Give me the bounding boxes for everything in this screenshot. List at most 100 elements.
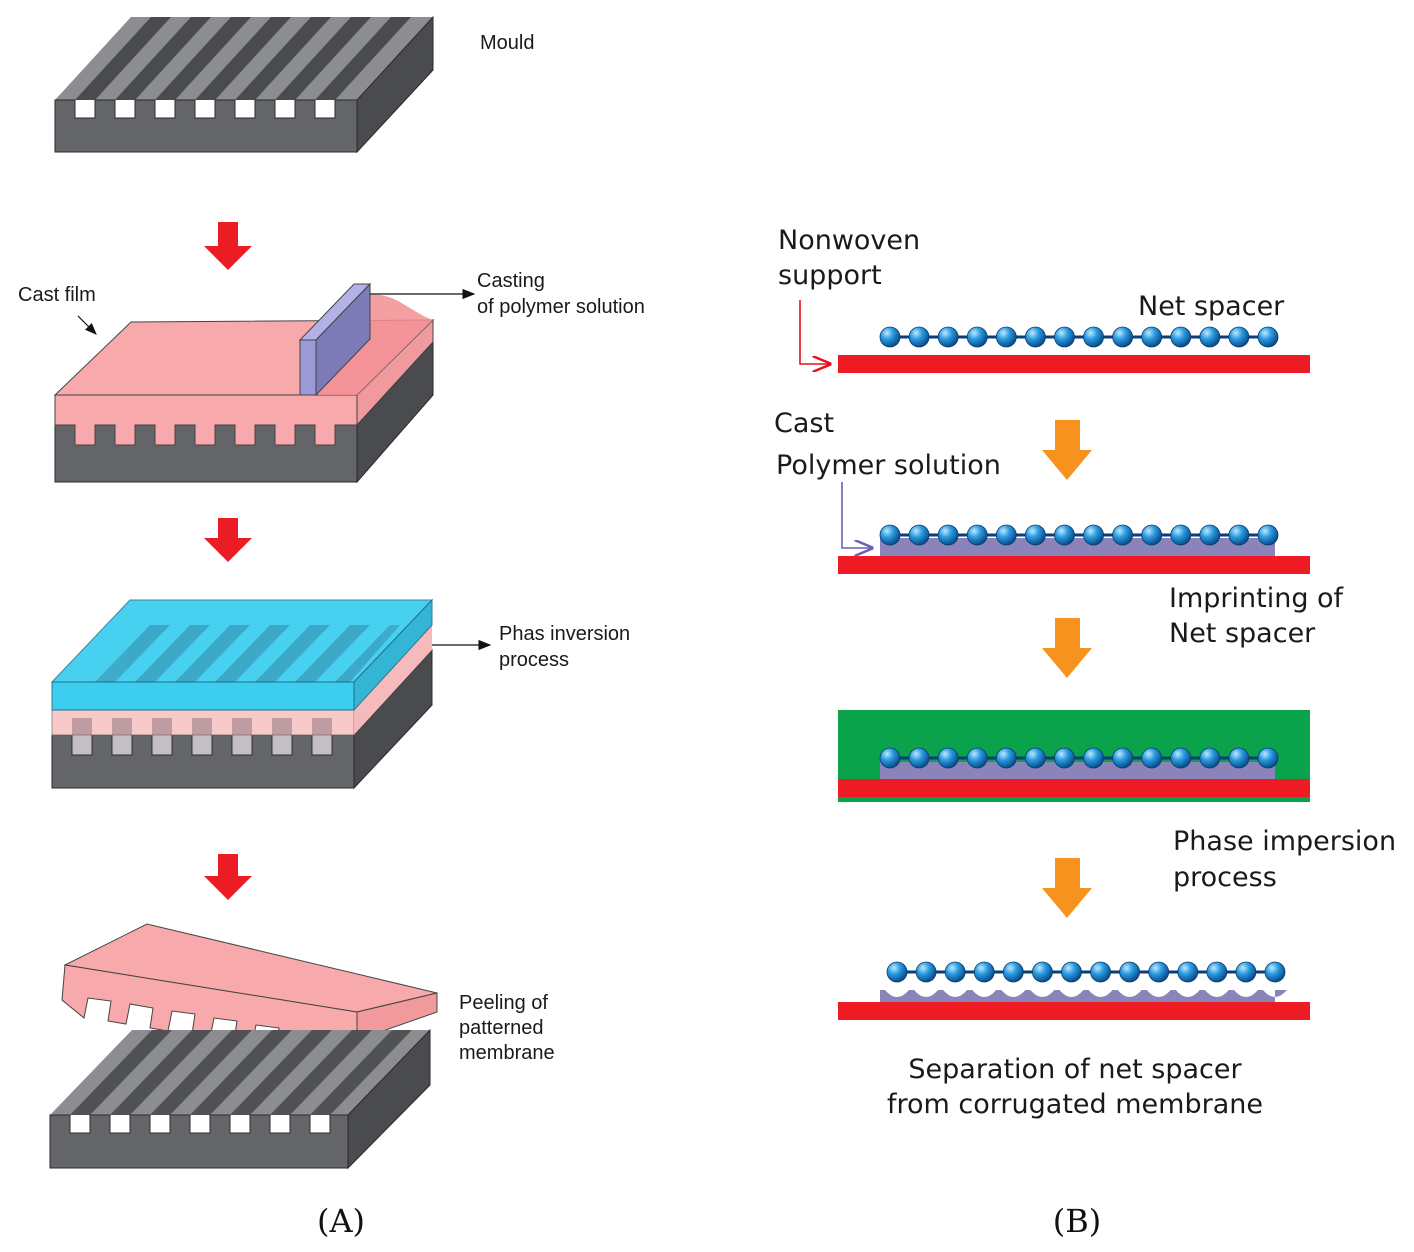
mould-phase-inversion xyxy=(50,598,434,790)
nonwoven-support-2 xyxy=(838,556,1310,574)
nonwoven-support-1 xyxy=(838,355,1310,373)
spacer-bead xyxy=(1206,961,1228,983)
spacer-bead xyxy=(1061,961,1082,983)
spacer-bead xyxy=(915,961,937,983)
spacer-bead xyxy=(908,747,930,769)
spacer-bead xyxy=(879,326,901,348)
spacer-bead xyxy=(995,524,1017,546)
spacer-bead xyxy=(937,747,959,769)
red-arrow-1 xyxy=(204,222,252,270)
spacer-bead xyxy=(1024,747,1046,769)
spacer-bead xyxy=(1141,524,1163,546)
separation-label-line2: from corrugated membrane xyxy=(887,1089,1263,1120)
caption-b: (B) xyxy=(1053,1202,1101,1240)
nonwoven-label-line1: Nonwoven xyxy=(778,225,920,256)
peel-label-line3: membrane xyxy=(459,1042,555,1064)
spacer-bead xyxy=(937,524,959,546)
spacer-bead xyxy=(1228,326,1250,348)
spacer-bead xyxy=(995,326,1017,348)
spacer-bead xyxy=(1228,747,1250,769)
nonwoven-label-line2: support xyxy=(778,260,882,291)
spacer-bead xyxy=(1199,326,1221,348)
spacer-bead xyxy=(1170,326,1192,348)
net-spacer-4 xyxy=(886,961,1286,983)
groove-channel xyxy=(155,17,251,100)
cast-film-pointer xyxy=(77,315,97,335)
spacer-bead xyxy=(966,747,988,769)
spacer-bead xyxy=(1235,961,1257,983)
spacer-bead xyxy=(937,326,959,348)
spacer-bead xyxy=(1257,524,1279,546)
spacer-bead xyxy=(1083,747,1104,769)
spacer-bead xyxy=(908,524,930,546)
orange-arrow-3 xyxy=(1042,858,1092,918)
spacer-bead xyxy=(1112,747,1134,769)
spacer-bead xyxy=(1264,961,1286,983)
orange-arrow-2 xyxy=(1042,618,1092,678)
mould-label: Mould xyxy=(480,32,534,54)
casting-label-line2: of polymer solution xyxy=(477,296,645,318)
spacer-bead xyxy=(966,326,988,348)
spacer-bead xyxy=(1228,524,1250,546)
separation-label-line1: Separation of net spacer xyxy=(908,1054,1242,1085)
phase-b-label-line2: process xyxy=(1173,862,1277,893)
spacer-bead xyxy=(879,524,901,546)
peel-label-line1: Peeling of xyxy=(459,992,548,1014)
cast-pointer xyxy=(841,482,872,548)
orange-arrow-1 xyxy=(1042,420,1092,480)
cast-film-label: Cast film xyxy=(18,284,96,306)
panel-b: Nonwoven support Net spacer Cast Polymer… xyxy=(774,225,1396,1240)
groove-channel xyxy=(115,17,211,100)
spacer-bead xyxy=(1090,961,1111,983)
spacer-bead xyxy=(1148,961,1170,983)
phase-label-line1: Phas inversion xyxy=(499,623,630,645)
groove-channel xyxy=(195,17,291,100)
spacer-bead xyxy=(1054,747,1075,769)
spacer-bead xyxy=(879,747,901,769)
mould-block-1 xyxy=(54,15,434,154)
spacer-bead xyxy=(1002,961,1024,983)
red-arrow-3 xyxy=(204,854,252,900)
imprint-label-line1: Imprinting of xyxy=(1169,583,1345,614)
spacer-bead xyxy=(1177,961,1199,983)
spacer-bead xyxy=(1257,747,1279,769)
nonwoven-support-3 xyxy=(838,779,1310,797)
spacer-bead xyxy=(908,326,930,348)
cast-label-line1: Cast xyxy=(774,408,834,439)
groove-channel xyxy=(235,17,331,100)
groove-channel xyxy=(75,17,171,100)
spacer-bead xyxy=(1024,326,1046,348)
phase-b-label-line1: Phase impersion xyxy=(1173,826,1396,857)
spacer-bead xyxy=(966,524,988,546)
net-spacer-label: Net spacer xyxy=(1138,291,1285,322)
red-arrow-2 xyxy=(204,518,252,562)
spacer-bead xyxy=(973,961,995,983)
peel-label-line2: patterned xyxy=(459,1017,544,1039)
spacer-bead xyxy=(1119,961,1141,983)
spacer-bead xyxy=(1141,326,1163,348)
mould-block-4 xyxy=(49,1028,431,1170)
spacer-bead xyxy=(1083,524,1104,546)
mould-with-cast-film xyxy=(53,282,435,484)
panel-a: Mould Cast film Casting of polymer solut… xyxy=(18,15,645,1240)
net-spacer-3 xyxy=(879,747,1279,769)
casting-blade xyxy=(299,339,317,396)
spacer-bead xyxy=(1170,524,1192,546)
net-spacer-2 xyxy=(879,524,1279,546)
nonwoven-support-4 xyxy=(838,1002,1310,1020)
spacer-bead xyxy=(1199,524,1221,546)
mould-grooves xyxy=(75,17,411,100)
nonwoven-pointer xyxy=(799,300,830,364)
spacer-bead xyxy=(1199,747,1221,769)
spacer-bead xyxy=(1170,747,1192,769)
spacer-bead xyxy=(1141,747,1163,769)
corrugated-membrane xyxy=(880,990,1287,1002)
spacer-bead xyxy=(1083,326,1104,348)
spacer-bead xyxy=(1257,326,1279,348)
phase-label-line2: process xyxy=(499,649,569,671)
spacer-bead xyxy=(1024,524,1046,546)
cast-label-line2: Polymer solution xyxy=(776,450,1001,481)
spacer-bead xyxy=(1054,326,1075,348)
